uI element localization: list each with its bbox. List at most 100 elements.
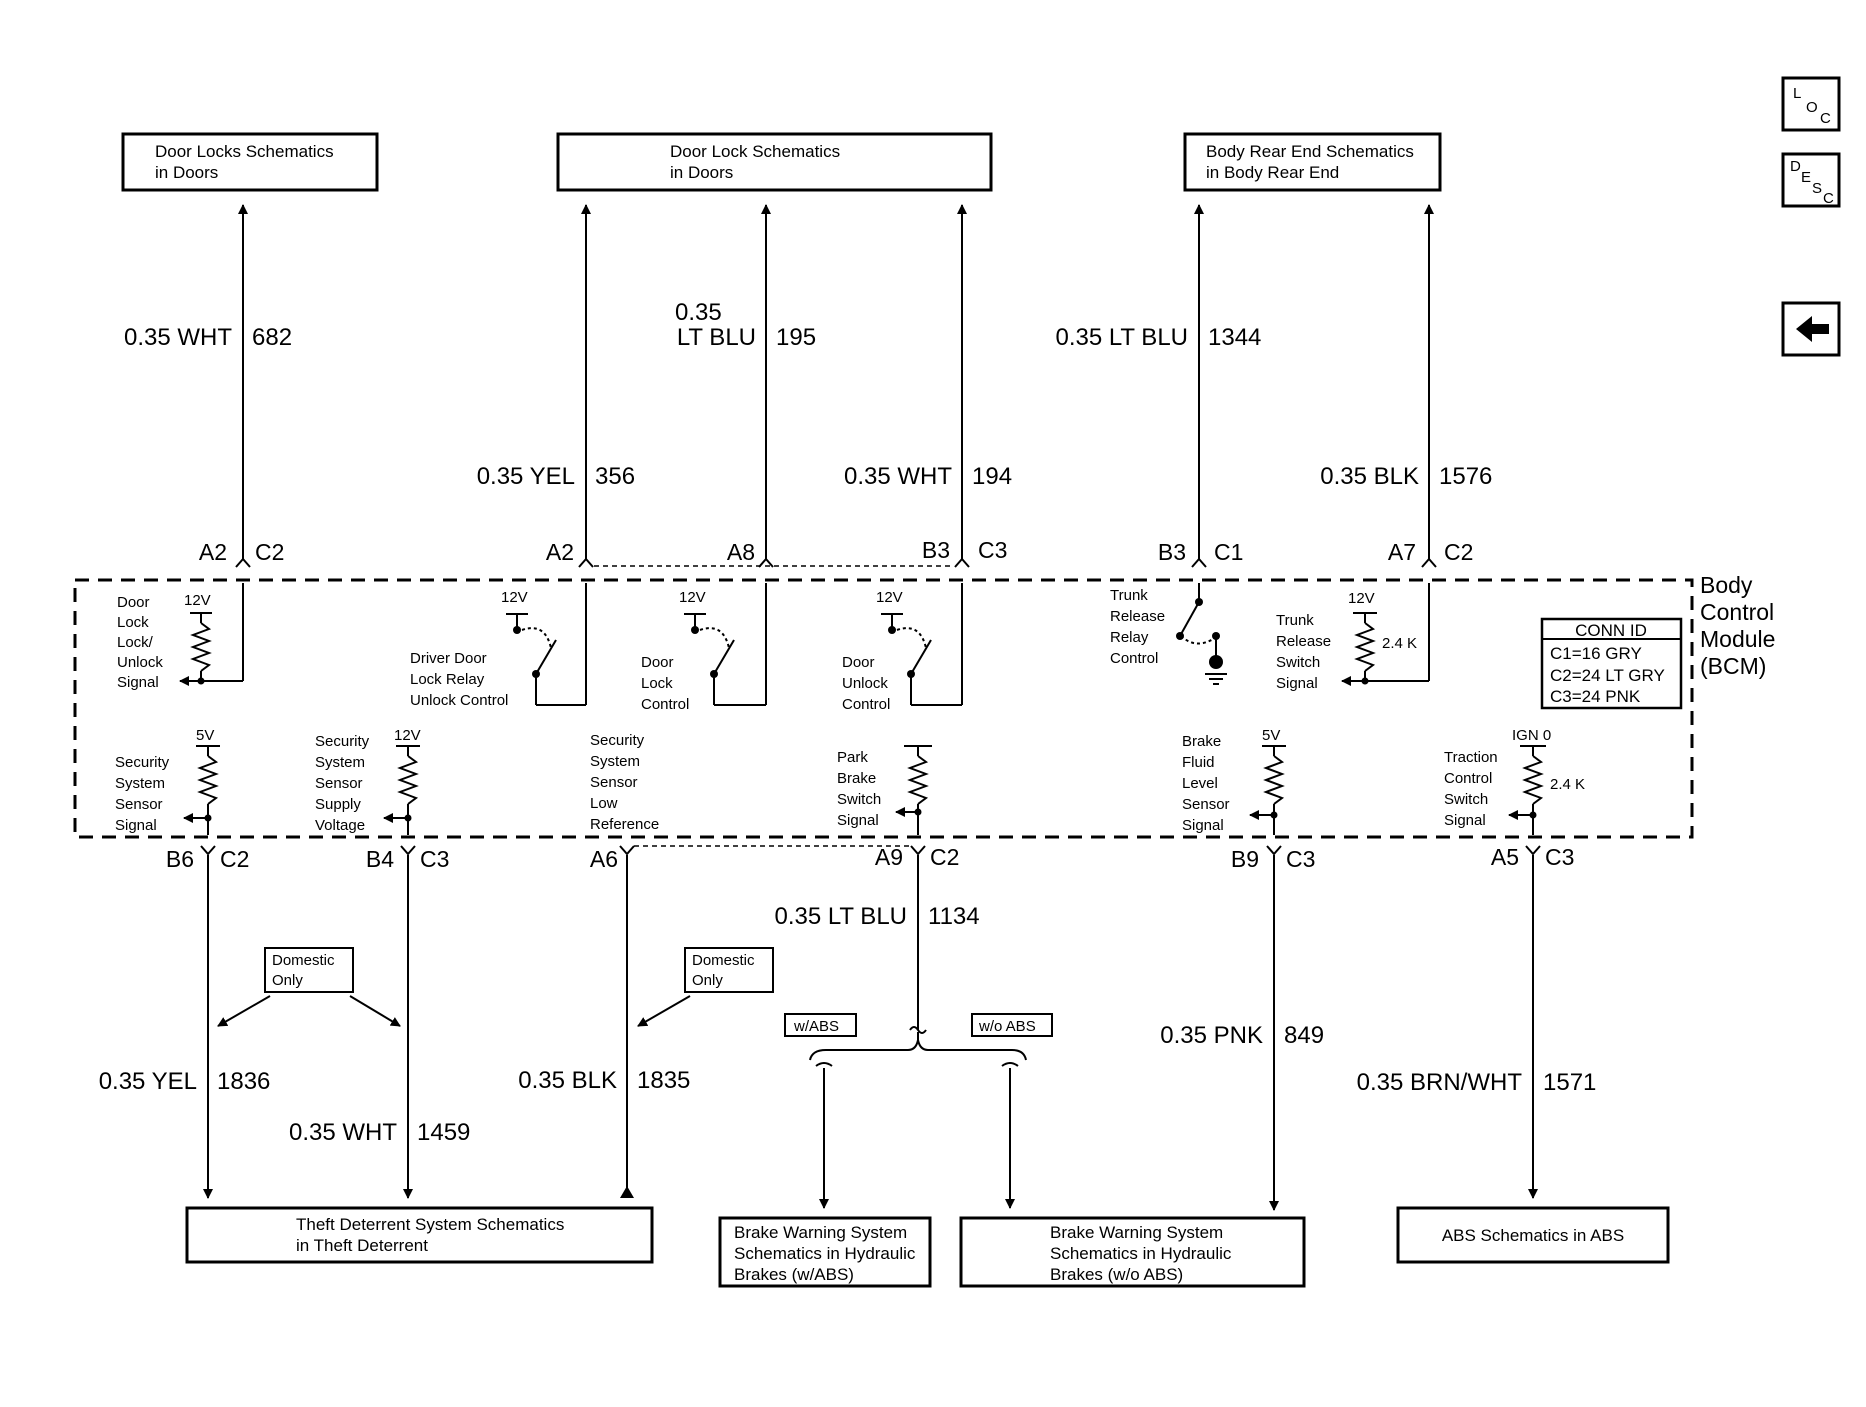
svg-text:Domestic: Domestic xyxy=(272,952,335,969)
svg-text:Fluid: Fluid xyxy=(1182,754,1215,771)
pin-label: A7 xyxy=(1388,539,1416,565)
pin-label: A5 xyxy=(1491,844,1519,870)
connector-label: C2 xyxy=(930,844,959,870)
svg-text:Brake Warning System: Brake Warning System xyxy=(734,1223,907,1242)
svg-text:C2=24 LT GRY: C2=24 LT GRY xyxy=(1550,666,1665,685)
bottom-wires xyxy=(203,855,1538,1211)
door-locks-schematics-box[interactable]: Door Locks Schematics in Doors xyxy=(121,132,379,192)
bcm-lower-wiring xyxy=(183,745,1546,835)
svg-text:Control: Control xyxy=(1444,770,1492,787)
left-arrow-icon xyxy=(1796,316,1829,342)
bcm-module-boundary xyxy=(73,578,1694,839)
svg-text:(BCM): (BCM) xyxy=(1700,653,1766,679)
svg-text:Relay: Relay xyxy=(1110,629,1149,646)
svg-text:12V: 12V xyxy=(679,589,706,606)
svg-text:Reference: Reference xyxy=(590,816,659,833)
svg-text:Park: Park xyxy=(837,749,868,766)
door-lock-schematics-box[interactable]: Door Lock Schematics in Doors xyxy=(556,132,993,192)
svg-text:Theft Deterrent System Schemat: Theft Deterrent System Schematics xyxy=(296,1215,564,1234)
svg-text:Sensor: Sensor xyxy=(590,774,638,791)
svg-text:12V: 12V xyxy=(876,589,903,606)
bcm-lower-contacts xyxy=(204,808,1537,822)
wire-circuit-1571: 1571 xyxy=(1543,1069,1596,1096)
svg-text:C3=24 PNK: C3=24 PNK xyxy=(1550,687,1641,706)
svg-text:E: E xyxy=(1801,169,1811,186)
option-wo-abs-tag: w/o ABS xyxy=(971,1013,1053,1037)
security-sensor-supply-label: Security System Sensor Supply Voltage xyxy=(315,733,370,834)
bcm-internal-wiring xyxy=(179,583,1430,706)
wire-color-1571: 0.35 BRN/WHT xyxy=(1357,1069,1523,1096)
svg-text:5V: 5V xyxy=(196,727,214,744)
svg-text:Brake: Brake xyxy=(837,770,876,787)
brake-warning-no-abs-schematics-box[interactable]: Brake Warning System Schematics in Hydra… xyxy=(959,1216,1306,1288)
svg-text:Signal: Signal xyxy=(837,812,879,829)
svg-text:Trunk: Trunk xyxy=(1276,612,1314,629)
trunk-release-relay-label: Trunk Release Relay Control xyxy=(1110,587,1165,667)
security-sensor-low-ref-label: Security System Sensor Low Reference xyxy=(590,732,659,833)
svg-text:Body: Body xyxy=(1700,572,1753,598)
svg-text:Lock: Lock xyxy=(117,614,149,631)
theft-deterrent-schematics-box[interactable]: Theft Deterrent System Schematics in The… xyxy=(185,1206,654,1264)
svg-text:Schematics in Hydraulic: Schematics in Hydraulic xyxy=(734,1244,916,1263)
pin-label: A6 xyxy=(590,846,618,872)
brake-warning-abs-schematics-box[interactable]: Brake Warning System Schematics in Hydra… xyxy=(718,1216,932,1288)
body-rear-end-schematics-box[interactable]: Body Rear End Schematics in Body Rear En… xyxy=(1183,132,1442,192)
svg-text:in Theft Deterrent: in Theft Deterrent xyxy=(296,1236,428,1255)
brake-fluid-level-label: Brake Fluid Level Sensor Signal xyxy=(1182,733,1230,834)
svg-text:Only: Only xyxy=(692,972,723,989)
svg-text:S: S xyxy=(1812,180,1822,197)
domestic-only-callout-right: Domestic Only xyxy=(637,947,774,1027)
svg-text:Sensor: Sensor xyxy=(315,775,363,792)
svg-text:Voltage: Voltage xyxy=(315,817,365,834)
svg-text:Door: Door xyxy=(842,654,875,671)
door-lock-control-label: Door Lock Control xyxy=(641,654,689,713)
svg-text:Driver Door: Driver Door xyxy=(410,650,487,667)
wire-circuit-195: 195 xyxy=(776,324,816,351)
svg-text:Security: Security xyxy=(315,733,370,750)
svg-text:12V: 12V xyxy=(184,592,211,609)
svg-text:Brakes (w/o ABS): Brakes (w/o ABS) xyxy=(1050,1265,1183,1284)
wire-color-1344: 0.35 LT BLU xyxy=(1055,324,1188,351)
voltage-12v-label: 12V 12V 12V 12V 12V xyxy=(184,589,1375,609)
svg-text:CONN ID: CONN ID xyxy=(1575,621,1647,640)
wire-color-194: 0.35 WHT xyxy=(844,463,952,490)
svg-text:Signal: Signal xyxy=(117,674,159,691)
back-button[interactable] xyxy=(1781,301,1841,357)
wire-circuit-849: 849 xyxy=(1284,1022,1324,1049)
pin-label: A2 xyxy=(199,539,227,565)
park-brake-switch-label: Park Brake Switch Signal xyxy=(837,749,881,829)
wire-circuit-194: 194 xyxy=(972,463,1012,490)
wire-circuit-1835: 1835 xyxy=(637,1067,690,1094)
pin-label: A2 xyxy=(546,539,574,565)
svg-text:Domestic: Domestic xyxy=(692,952,755,969)
svg-text:12V: 12V xyxy=(501,589,528,606)
domestic-only-callout-left: Domestic Only xyxy=(217,947,401,1027)
pin-label: B3 xyxy=(922,537,950,563)
svg-text:Door Locks Schematics: Door Locks Schematics xyxy=(155,142,334,161)
connector-label: C2 xyxy=(220,846,249,872)
wire-color-195-b: LT BLU xyxy=(677,324,756,351)
desc-button[interactable]: D E S C xyxy=(1781,152,1841,208)
svg-text:Schematics in Hydraulic: Schematics in Hydraulic xyxy=(1050,1244,1232,1263)
svg-text:Switch: Switch xyxy=(1444,791,1488,808)
svg-text:Traction: Traction xyxy=(1444,749,1498,766)
pin-label: A9 xyxy=(875,844,903,870)
driver-door-unlock-control-label: Driver Door Lock Relay Unlock Control xyxy=(410,650,508,709)
svg-text:Door: Door xyxy=(117,594,150,611)
svg-text:Signal: Signal xyxy=(115,817,157,834)
svg-text:Lock Relay: Lock Relay xyxy=(410,671,485,688)
svg-text:Supply: Supply xyxy=(315,796,361,813)
wire-color-682: 0.35 WHT xyxy=(124,324,232,351)
svg-text:Release: Release xyxy=(1110,608,1165,625)
wire-color-1459: 0.35 WHT xyxy=(289,1119,397,1146)
abs-schematics-box[interactable]: ABS Schematics in ABS xyxy=(1396,1206,1670,1264)
wire-circuit-1344: 1344 xyxy=(1208,324,1261,351)
pin-label: B3 xyxy=(1158,539,1186,565)
svg-text:C1=16 GRY: C1=16 GRY xyxy=(1550,644,1642,663)
loc-button[interactable]: L O C xyxy=(1781,76,1841,132)
svg-text:Brake: Brake xyxy=(1182,733,1221,750)
svg-text:Signal: Signal xyxy=(1182,817,1224,834)
svg-text:Switch: Switch xyxy=(1276,654,1320,671)
svg-text:Lock/: Lock/ xyxy=(117,634,154,651)
